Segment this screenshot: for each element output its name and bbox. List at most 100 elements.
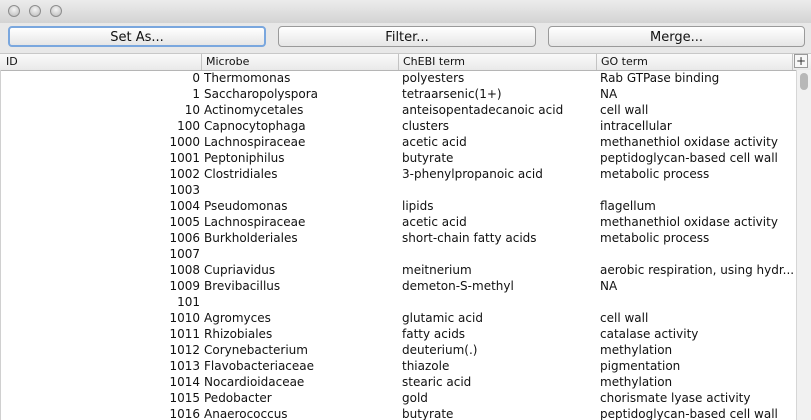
cell-chebi-term[interactable]: stearic acid xyxy=(402,375,472,389)
cell-go-term[interactable]: metabolic process xyxy=(600,167,710,181)
cell-microbe[interactable]: Brevibacillus xyxy=(204,279,281,293)
table-row[interactable]: 1006 Burkholderiales short-chain fatty aci… xyxy=(1,230,797,246)
cell-id[interactable]: 1014 xyxy=(169,375,200,389)
scrollbar-thumb[interactable] xyxy=(800,73,808,90)
cell-id[interactable]: 1011 xyxy=(169,327,200,341)
cell-id[interactable]: 1001 xyxy=(169,151,200,165)
cell-microbe[interactable] xyxy=(204,246,398,262)
column-header-microbe[interactable]: Microbe xyxy=(202,54,399,70)
cell-id[interactable]: 1007 xyxy=(169,247,200,261)
cell-chebi-term[interactable] xyxy=(402,246,596,262)
column-header-id[interactable]: ID xyxy=(2,54,202,70)
cell-id[interactable]: 1009 xyxy=(169,279,200,293)
cell-chebi-term[interactable]: demeton-S-methyl xyxy=(402,279,514,293)
cell-id[interactable]: 1008 xyxy=(169,263,200,277)
cell-id[interactable]: 101 xyxy=(177,295,200,309)
cell-microbe[interactable]: Clostridiales xyxy=(204,167,278,181)
column-header-go-term[interactable]: GO term xyxy=(597,54,793,70)
cell-chebi-term[interactable]: short-chain fatty acids xyxy=(402,231,537,245)
add-column-button[interactable]: + xyxy=(794,54,808,68)
cell-id[interactable]: 1015 xyxy=(169,391,200,405)
close-window-button[interactable] xyxy=(8,5,20,17)
cell-microbe[interactable]: Burkholderiales xyxy=(204,231,298,245)
cell-go-term[interactable]: pigmentation xyxy=(600,359,681,373)
minimize-window-button[interactable] xyxy=(29,5,41,17)
cell-chebi-term[interactable]: clusters xyxy=(402,119,450,133)
cell-microbe[interactable]: Actinomycetales xyxy=(204,103,304,117)
cell-chebi-term[interactable]: acetic acid xyxy=(402,215,467,229)
cell-microbe[interactable]: Nocardioidaceae xyxy=(204,375,305,389)
cell-go-term[interactable]: peptidoglycan-based cell wall xyxy=(600,407,778,420)
cell-chebi-term[interactable]: lipids xyxy=(402,199,434,213)
column-header-chebi-term[interactable]: ChEBI term xyxy=(399,54,597,70)
cell-chebi-term[interactable]: glutamic acid xyxy=(402,311,483,325)
cell-id[interactable]: 1005 xyxy=(169,215,200,229)
cell-chebi-term[interactable]: butyrate xyxy=(402,407,454,420)
cell-chebi-term[interactable] xyxy=(402,182,596,198)
cell-go-term[interactable] xyxy=(600,182,794,198)
table-row[interactable]: 1014 Nocardioidaceae stearic acid methylati… xyxy=(1,374,797,390)
cell-id[interactable]: 1000 xyxy=(169,135,200,149)
cell-go-term[interactable]: methylation xyxy=(600,375,673,389)
cell-go-term[interactable]: aerobic respiration, using hydr... xyxy=(600,263,794,277)
table-row[interactable]: 101 xyxy=(1,294,797,310)
cell-chebi-term[interactable]: polyesters xyxy=(402,71,465,85)
set-as-button[interactable]: Set As... xyxy=(8,26,266,47)
cell-go-term[interactable]: methanethiol oxidase activity xyxy=(600,135,778,149)
cell-go-term[interactable]: flagellum xyxy=(600,199,656,213)
cell-microbe[interactable]: Rhizobiales xyxy=(204,327,273,341)
cell-chebi-term[interactable]: 3-phenylpropanoic acid xyxy=(402,167,543,181)
cell-microbe[interactable]: Corynebacterium xyxy=(204,343,308,357)
cell-go-term[interactable]: peptidoglycan-based cell wall xyxy=(600,151,778,165)
cell-id[interactable]: 0 xyxy=(192,71,200,85)
cell-chebi-term[interactable]: thiazole xyxy=(402,359,450,373)
table-row[interactable]: 1007 xyxy=(1,246,797,262)
cell-go-term[interactable]: Rab GTPase binding xyxy=(600,71,720,85)
cell-go-term[interactable]: cell wall xyxy=(600,103,649,117)
cell-id[interactable]: 1 xyxy=(192,87,200,101)
cell-go-term[interactable] xyxy=(600,246,794,262)
vertical-scrollbar[interactable] xyxy=(796,70,811,420)
cell-go-term[interactable]: metabolic process xyxy=(600,231,710,245)
cell-id[interactable]: 1010 xyxy=(169,311,200,325)
cell-chebi-term[interactable] xyxy=(402,294,596,310)
table-row[interactable]: 100 Capnocytophaga clusters intracellular xyxy=(1,118,797,134)
cell-go-term[interactable]: intracellular xyxy=(600,119,672,133)
cell-microbe[interactable]: Saccharopolyspora xyxy=(204,87,319,101)
cell-microbe[interactable]: Capnocytophaga xyxy=(204,119,306,133)
cell-go-term[interactable] xyxy=(600,294,794,310)
cell-chebi-term[interactable]: anteisopentadecanoic acid xyxy=(402,103,564,117)
cell-chebi-term[interactable]: meitnerium xyxy=(402,263,472,277)
cell-id[interactable]: 1004 xyxy=(169,199,200,213)
cell-microbe[interactable]: Thermomonas xyxy=(204,71,291,85)
cell-microbe[interactable]: Pedobacter xyxy=(204,391,272,405)
cell-id[interactable]: 1013 xyxy=(169,359,200,373)
cell-go-term[interactable]: catalase activity xyxy=(600,327,699,341)
cell-id[interactable]: 1006 xyxy=(169,231,200,245)
cell-go-term[interactable]: NA xyxy=(600,87,618,101)
cell-microbe[interactable] xyxy=(204,182,398,198)
cell-id[interactable]: 100 xyxy=(177,119,200,133)
cell-go-term[interactable]: chorismate lyase activity xyxy=(600,391,751,405)
cell-chebi-term[interactable]: butyrate xyxy=(402,151,454,165)
cell-microbe[interactable]: Cupriavidus xyxy=(204,263,276,277)
table-row[interactable]: 1003 xyxy=(1,182,797,198)
cell-go-term[interactable]: NA xyxy=(600,279,618,293)
cell-id[interactable]: 1012 xyxy=(169,343,200,357)
cell-microbe[interactable]: Anaerococcus xyxy=(204,407,288,420)
zoom-window-button[interactable] xyxy=(50,5,62,17)
cell-microbe[interactable]: Lachnospiraceae xyxy=(204,135,306,149)
cell-microbe[interactable] xyxy=(204,294,398,310)
table-row[interactable]: 1008 Cupriavidus meitnerium aerobic respira… xyxy=(1,262,797,278)
